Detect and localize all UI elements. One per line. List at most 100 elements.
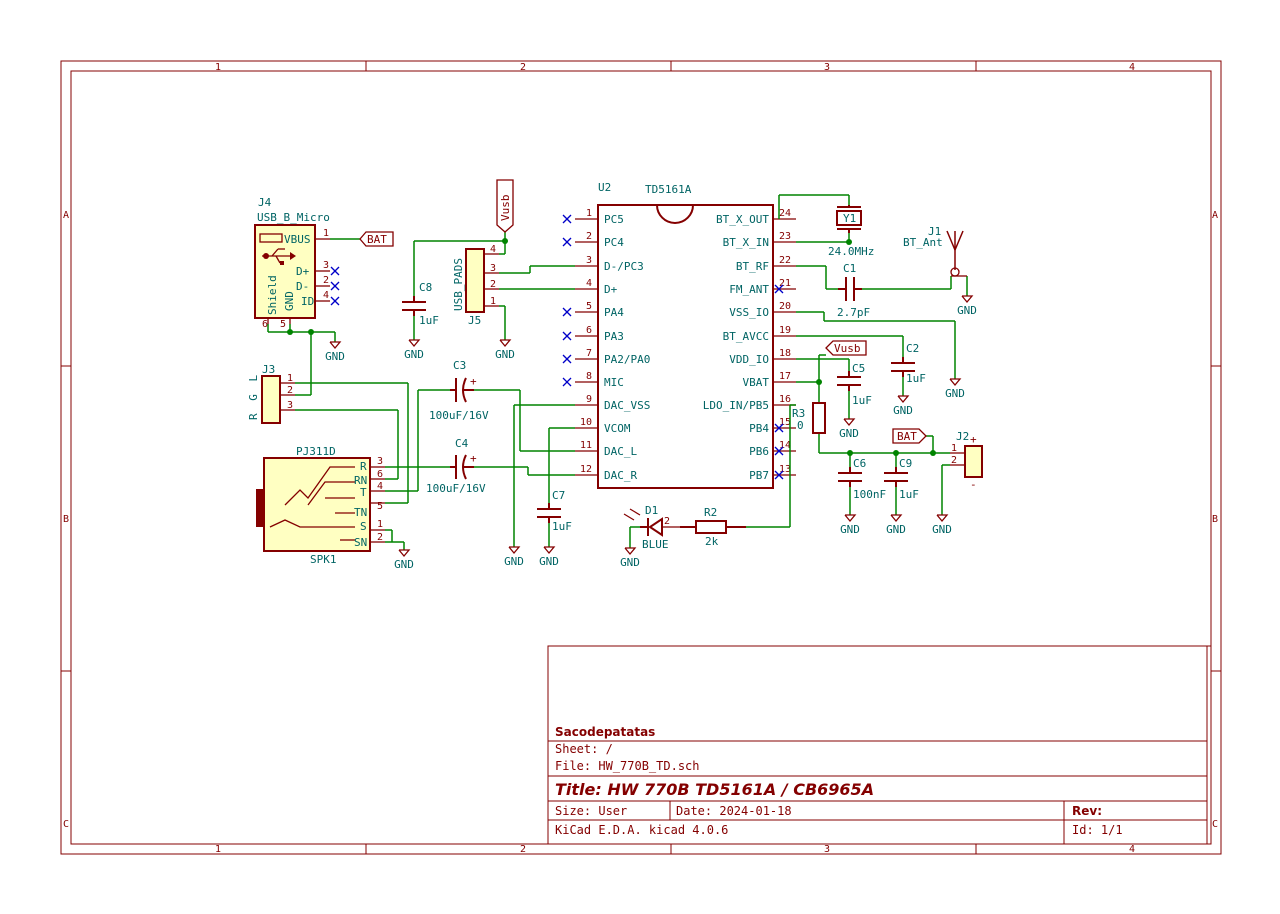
- gnd-label: GND: [886, 523, 906, 536]
- c1-capacitor[interactable]: C1 2.7pF: [837, 262, 870, 319]
- u2-pin-name-7: PA2/PA0: [604, 353, 650, 366]
- u2-pin-num-8: 8: [586, 371, 592, 382]
- c8-ref: C8: [419, 281, 432, 294]
- u2-pin-name-20: VSS_IO: [729, 306, 769, 319]
- u2-pin-name-10: VCOM: [604, 422, 631, 435]
- spk1-value: PJ311D: [296, 445, 336, 458]
- frame-col-2-bottom: 2: [520, 844, 526, 855]
- r3-resistor[interactable]: R3 0: [792, 402, 826, 434]
- no-connect-icon: [562, 331, 572, 341]
- spk1-pin-name-rn: RN: [354, 474, 367, 487]
- d1-led[interactable]: D1 BLUE 2: [623, 504, 680, 551]
- r2-resistor[interactable]: R2 2k: [680, 506, 746, 548]
- j5-pin-num-3: 3: [490, 263, 496, 274]
- r2-value: 2k: [705, 535, 719, 548]
- j5-usb-pads[interactable]: 4 3 2 1 USB_PADS J5: [452, 244, 499, 327]
- c1-value: 2.7pF: [837, 306, 870, 319]
- c1-ref: C1: [843, 262, 856, 275]
- u2-pin-name-19: BT_AVCC: [723, 330, 769, 343]
- c7-capacitor[interactable]: C7 1uF: [537, 489, 572, 533]
- u2-pin-num-6: 6: [586, 325, 592, 336]
- bat-net-label-1: BAT: [359, 231, 394, 247]
- u2-pin-num-23: 23: [779, 231, 791, 242]
- j4-ref: J4: [258, 196, 272, 209]
- j3-pin-num-1: 1: [287, 373, 293, 384]
- spk1-audio-jack[interactable]: PJ311D SPK1 R RN T TN S SN 3 6 4 5 1 2: [256, 445, 385, 566]
- j4-pin-name-id: ID: [301, 295, 314, 308]
- j3-connector[interactable]: J3 R G L 1 2 3: [247, 363, 295, 424]
- title-id: Id: 1/1: [1072, 823, 1123, 837]
- frame-col-1-bottom: 1: [215, 844, 221, 855]
- c9-capacitor[interactable]: C9 1uF: [884, 457, 919, 501]
- y1-crystal[interactable]: Y1 24.0MHz: [828, 205, 874, 258]
- j4-pin-name-vbus: VBUS: [284, 233, 311, 246]
- j2-battery-connector[interactable]: J2 + - 1 2: [950, 430, 983, 491]
- u2-pin-name-22: BT_RF: [736, 260, 769, 273]
- gnd-icon: GND: [504, 546, 524, 568]
- u2-pin-num-1: 1: [586, 208, 592, 219]
- u2-value: TD5161A: [645, 183, 692, 196]
- title-sheet: Sheet: /: [555, 742, 613, 756]
- c4-plus: +: [470, 452, 477, 465]
- y1-value: 24.0MHz: [828, 245, 874, 258]
- c9-ref: C9: [899, 457, 912, 470]
- j5-pin-num-1: 1: [490, 296, 496, 307]
- y1-ref: Y1: [843, 212, 856, 225]
- gnd-label: GND: [839, 427, 859, 440]
- u2-pin-num-24: 24: [779, 208, 791, 219]
- j4-usb-connector[interactable]: J4 USB_B_Micro VBUS D+ D- ID 1 3 2 4 Shi…: [254, 196, 340, 330]
- frame-row-c-right: C: [1212, 819, 1218, 830]
- r3-value: 0: [797, 419, 804, 432]
- c3-ref: C3: [453, 359, 466, 372]
- u2-pin-name-23: BT_X_IN: [723, 236, 769, 249]
- bat-net-label-2: BAT: [892, 428, 927, 444]
- j5-ref: J5: [468, 314, 481, 327]
- spk1-ref: SPK1: [310, 553, 337, 566]
- gnd-label: GND: [495, 348, 515, 361]
- c8-capacitor[interactable]: C8 1uF: [402, 281, 439, 327]
- u2-pin-name-2: PC4: [604, 236, 624, 249]
- c3-capacitor[interactable]: + C3 100uF/16V: [429, 359, 489, 422]
- gnd-icon: GND: [325, 341, 345, 363]
- gnd-label: GND: [620, 556, 640, 569]
- j1-antenna[interactable]: J1 BT_Ant: [903, 225, 967, 277]
- bat-label-2-text: BAT: [897, 430, 917, 443]
- c6-capacitor[interactable]: C6 100nF: [838, 457, 886, 501]
- u2-pin-num-19: 19: [779, 325, 791, 336]
- u2-pin-name-13: PB7: [749, 469, 769, 482]
- no-connect-icon: [774, 423, 784, 433]
- frame-row-b-right: B: [1212, 514, 1218, 525]
- c4-capacitor[interactable]: + C4 100uF/16V: [426, 437, 486, 495]
- gnd-label: GND: [394, 558, 414, 571]
- c5-capacitor[interactable]: C5 1uF: [837, 362, 872, 407]
- c4-value: 100uF/16V: [426, 482, 486, 495]
- vusb-net-label-1: Vusb: [496, 179, 514, 233]
- gnd-icon: GND: [932, 514, 952, 536]
- j4-gnd-label: GND: [283, 291, 296, 311]
- u2-pin-num-7: 7: [586, 348, 592, 359]
- u2-pin-name-4: D+: [604, 283, 618, 296]
- u2-pin-num-3: 3: [586, 255, 592, 266]
- vusb-label-1-text: Vusb: [499, 195, 512, 222]
- u2-pin-name-14: PB6: [749, 445, 769, 458]
- no-connect-icon: [774, 470, 784, 480]
- j3-pin-num-3: 3: [287, 400, 293, 411]
- gnd-icon: GND: [394, 549, 414, 571]
- j3-ref: J3: [262, 363, 275, 376]
- u2-pin-num-5: 5: [586, 301, 592, 312]
- c7-ref: C7: [552, 489, 565, 502]
- u2-pin-name-11: DAC_L: [604, 445, 637, 458]
- u2-pin-name-18: VDD_IO: [729, 353, 769, 366]
- no-connect-icon: [562, 214, 572, 224]
- c2-capacitor[interactable]: C2 1uF: [891, 342, 926, 385]
- u2-pin-num-13: 13: [779, 464, 791, 475]
- title-rev: Rev:: [1072, 804, 1102, 818]
- spk1-pin-num-5: 5: [377, 501, 383, 512]
- no-connect-icon: [562, 307, 572, 317]
- j1-ref: J1: [928, 225, 941, 238]
- frame-col-3-bottom: 3: [824, 844, 830, 855]
- gnd-icon: GND: [839, 418, 859, 440]
- gnd-label: GND: [504, 555, 524, 568]
